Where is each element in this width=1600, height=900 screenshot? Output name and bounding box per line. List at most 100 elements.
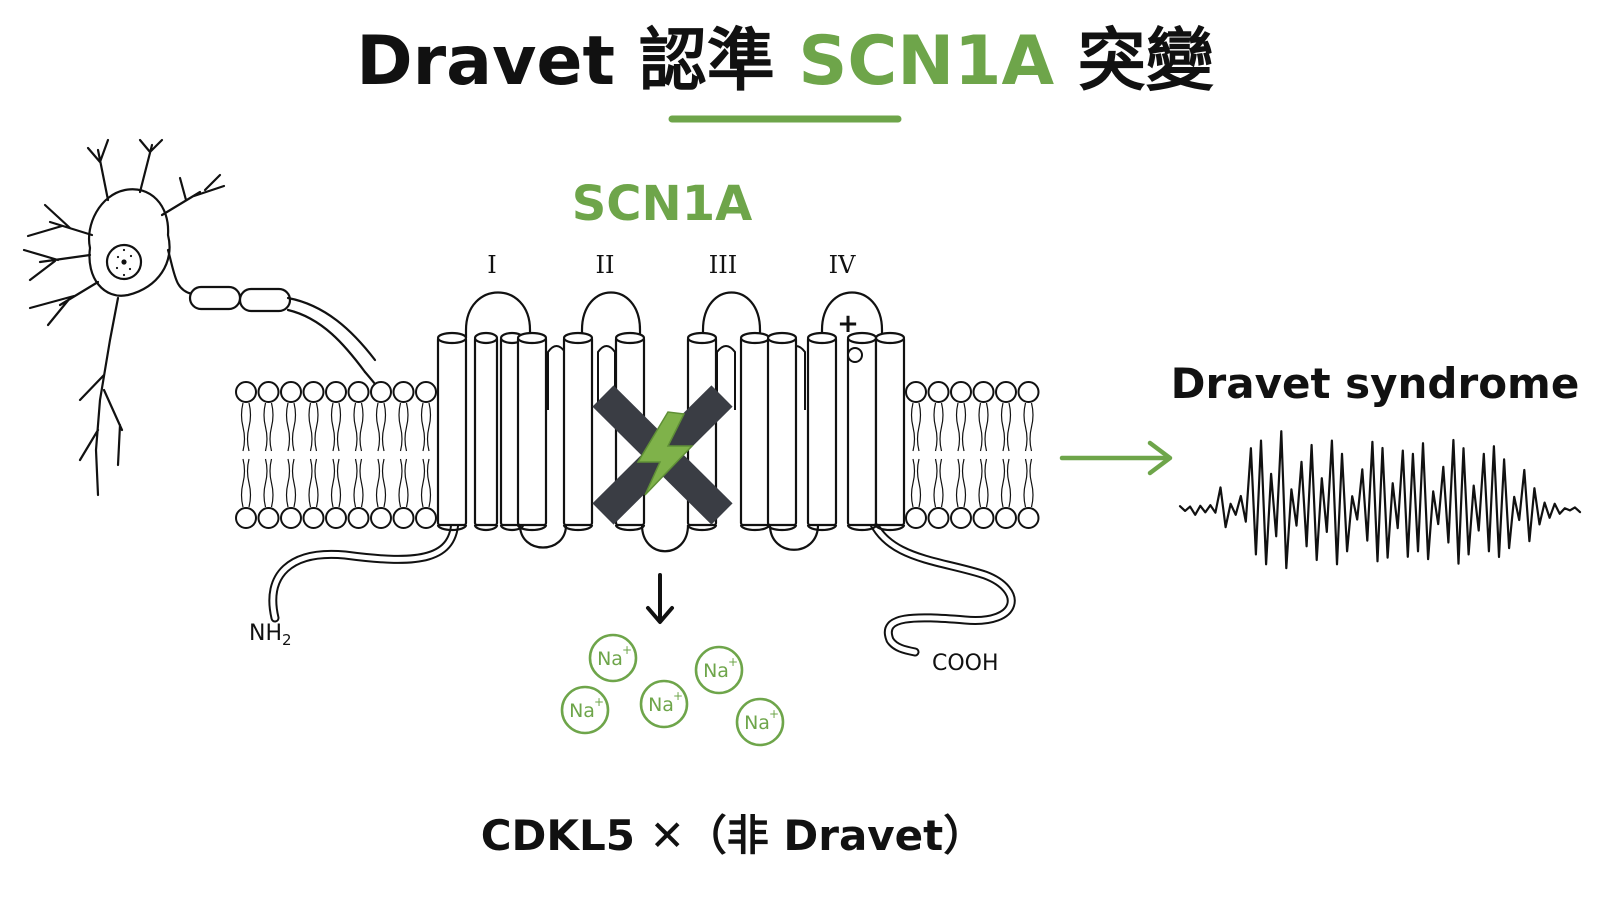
lipid-left-head-top	[280, 381, 302, 403]
lipid-left-tail-bottom	[308, 458, 319, 508]
n-terminus-label: NH2	[249, 621, 292, 649]
lipid-right-tail-top	[933, 402, 944, 452]
sodium-ion-charge: +	[728, 655, 738, 669]
arrow-down-icon	[646, 573, 674, 624]
scn1a-channel	[436, 291, 906, 553]
lipid-right-tail-top	[1000, 402, 1012, 452]
helix-iv-s3	[874, 331, 906, 532]
neuron-icon	[22, 138, 384, 497]
domain-label-i: I	[487, 251, 496, 279]
n-terminus-subscript: 2	[282, 631, 292, 649]
channel-name: SCN1A	[572, 176, 753, 232]
lipid-left-head-bottom	[235, 507, 257, 529]
lipid-left-head-top	[235, 381, 257, 403]
lipid-left-tail-bottom	[398, 458, 409, 508]
lipid-left-tail-top	[353, 402, 364, 452]
sodium-ion-label: Na	[703, 660, 729, 682]
lipid-left-tail-top	[398, 402, 409, 452]
lipid-right-tail-top	[955, 402, 967, 452]
extracellular-loop-3	[701, 291, 762, 338]
lipid-bilayer-left	[235, 381, 437, 529]
lipid-left-tail-top	[308, 402, 319, 452]
domain-label-ii: II	[596, 251, 615, 279]
lipid-left-tail-bottom	[330, 458, 342, 508]
n-terminus-tail-outline	[268, 513, 460, 623]
lipid-right-tail-top	[1023, 402, 1034, 452]
lipid-left-head-bottom	[370, 507, 392, 529]
lipid-right-tail-top	[978, 402, 989, 452]
sodium-ion-charge: +	[622, 643, 632, 657]
sodium-ion: Na+	[735, 697, 785, 747]
c-terminus-label: COOH	[932, 651, 999, 676]
lipid-right-head-top	[927, 381, 950, 403]
sodium-ions: Na+Na+Na+Na+Na+	[560, 633, 785, 747]
lipid-left-tail-bottom	[285, 458, 297, 508]
page-title: Dravet 認準 SCN1A 突變	[356, 22, 1214, 101]
lipid-left-head-top	[370, 381, 392, 403]
lipid-right-tail-bottom	[1023, 458, 1034, 508]
sodium-ion-label: Na	[648, 694, 674, 716]
domain-label-iii: III	[709, 251, 737, 279]
lipid-bilayer-right	[905, 381, 1040, 529]
lipid-left-tail-top	[330, 402, 342, 452]
sodium-ion-label: Na	[744, 712, 770, 734]
lipid-left-head-bottom	[280, 507, 302, 529]
title-part2: 突變	[1054, 22, 1214, 101]
arrow-right-icon	[1059, 440, 1173, 476]
lipid-right-tail-top	[910, 402, 922, 452]
sodium-ion-charge: +	[673, 689, 683, 703]
lipid-right-head-bottom	[1017, 507, 1040, 529]
lipid-left-head-bottom	[415, 507, 437, 529]
helix-iv-s1	[806, 331, 838, 532]
sodium-ion-label: Na	[597, 648, 623, 670]
lipid-left-head-bottom	[392, 507, 415, 529]
lipid-right-tail-bottom	[955, 458, 967, 508]
intracellular-linker-3	[768, 524, 820, 551]
lipid-left-tail-top	[420, 402, 432, 452]
lipid-right-head-top	[1017, 381, 1040, 403]
lipid-left-head-top	[325, 381, 347, 403]
lipid-right-tail-bottom	[910, 458, 922, 508]
pore-loop-1	[547, 345, 566, 410]
sodium-ion: Na+	[694, 645, 744, 695]
lipid-left-head-bottom	[347, 507, 370, 529]
title-part1: Dravet 認準	[356, 22, 798, 101]
lipid-right-head-bottom	[995, 507, 1017, 529]
extracellular-loop-2	[580, 291, 642, 338]
lipid-right-tail-bottom	[1000, 458, 1012, 508]
lipid-right-tail-bottom	[933, 458, 944, 508]
lipid-left-head-bottom	[325, 507, 347, 529]
lipid-left-tail-bottom	[353, 458, 364, 508]
outcome-label: Dravet syndrome	[1171, 359, 1580, 408]
lipid-left-head-top	[257, 381, 280, 403]
extracellular-loop-1	[464, 291, 532, 338]
lipid-left-head-top	[415, 381, 437, 403]
lipid-right-head-top	[995, 381, 1017, 403]
n-terminus-text: NH	[249, 621, 282, 646]
footer-note: CDKL5 ✕（非 Dravet）	[481, 811, 986, 860]
sodium-ion-label: Na	[569, 700, 595, 722]
lipid-right-head-top	[905, 381, 927, 403]
sodium-ion: Na+	[639, 679, 689, 729]
sodium-ion: Na+	[588, 633, 638, 683]
lipid-right-head-top	[972, 381, 995, 403]
lipid-left-tail-top	[285, 402, 297, 452]
helix-iii-s2	[739, 331, 771, 532]
lipid-left-head-bottom	[302, 507, 325, 529]
lipid-right-head-bottom	[927, 507, 950, 529]
helix-i-s1	[436, 331, 468, 532]
helix-iii-s3	[766, 331, 798, 532]
sodium-ion-charge: +	[769, 707, 779, 721]
lipid-right-head-bottom	[950, 507, 972, 529]
domain-label-iv: IV	[829, 251, 856, 279]
lipid-left-head-top	[302, 381, 325, 403]
eeg-wave-icon	[1178, 430, 1582, 570]
lipid-left-tail-top	[263, 402, 274, 452]
c-terminus-tail	[867, 512, 1014, 655]
voltage-sensor-marker	[847, 347, 863, 363]
title-highlight: SCN1A	[798, 22, 1054, 101]
c-terminus-tail-outline	[865, 510, 1016, 657]
lipid-left-tail-bottom	[375, 458, 387, 508]
